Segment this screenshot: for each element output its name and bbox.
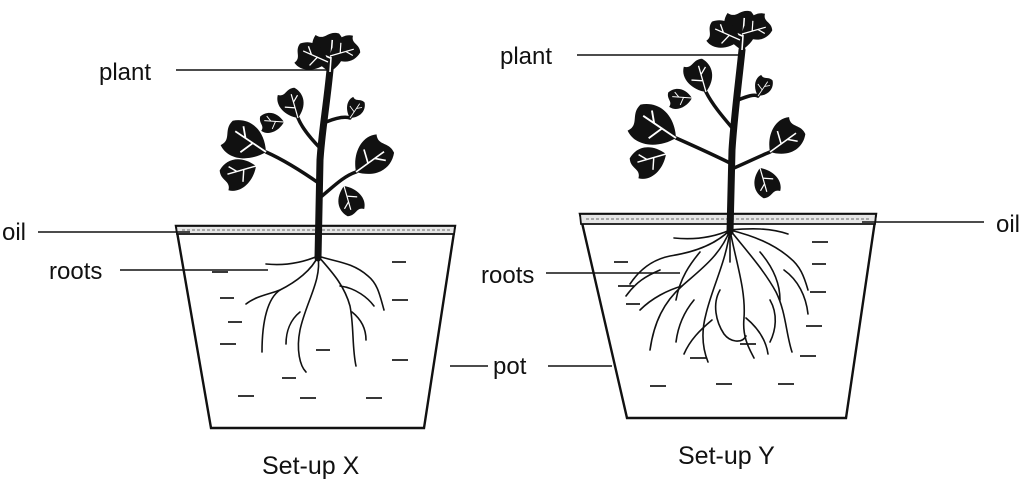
- roots-label-x: roots: [49, 258, 102, 285]
- pot-label: pot: [493, 353, 527, 380]
- setup-x: plant oil roots Set-up X: [2, 30, 455, 480]
- setup-y: plant oil roots pot Set-up Y: [450, 8, 1020, 470]
- twigs-y: [676, 92, 770, 168]
- stem-y: [730, 50, 742, 232]
- caption-x: Set-up X: [262, 452, 360, 480]
- caption-y: Set-up Y: [678, 442, 775, 470]
- leaves-x: [216, 30, 399, 219]
- leaves-y: [625, 8, 809, 201]
- twigs-x: [266, 117, 356, 196]
- oil-label-y: oil: [996, 211, 1020, 238]
- plant-label-x: plant: [99, 59, 151, 86]
- oil-label-x: oil: [2, 219, 26, 246]
- roots-label-y: roots: [481, 262, 534, 289]
- plant-label-y: plant: [500, 43, 552, 70]
